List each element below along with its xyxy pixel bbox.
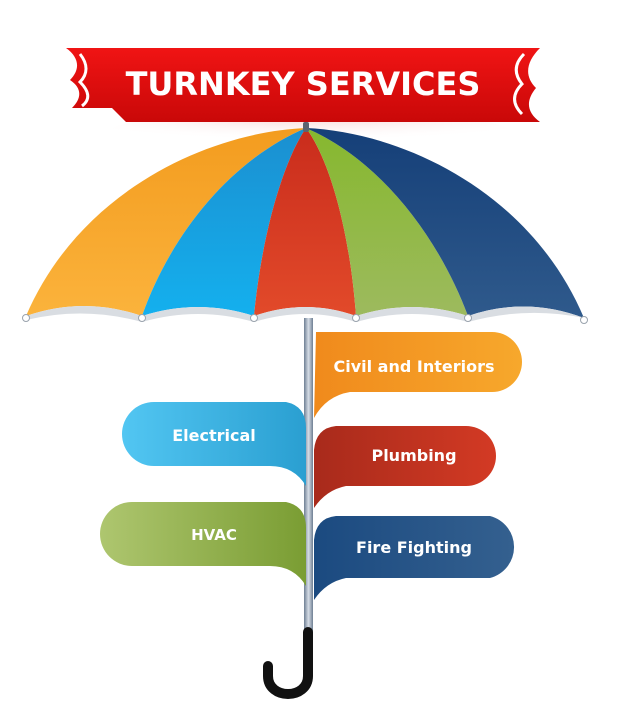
umbrella-canopy — [22, 122, 588, 324]
banner-ribbon: TURNKEY SERVICES — [66, 48, 540, 122]
umbrella-handle — [263, 627, 313, 699]
service-label: HVAC — [191, 526, 237, 544]
service-label: Plumbing — [371, 446, 456, 465]
service-hvac: HVAC — [100, 502, 306, 586]
banner-title: TURNKEY SERVICES — [126, 65, 481, 103]
service-label: Fire Fighting — [356, 538, 472, 557]
service-plumbing: Plumbing — [314, 426, 496, 508]
service-label: Civil and Interiors — [333, 357, 494, 376]
service-fire-fighting: Fire Fighting — [314, 516, 515, 600]
umbrella-pole — [304, 318, 313, 636]
service-label: Electrical — [172, 426, 256, 445]
service-electrical: Electrical — [122, 402, 306, 486]
service-civil-and-interiors: Civil and Interiors — [314, 332, 522, 418]
